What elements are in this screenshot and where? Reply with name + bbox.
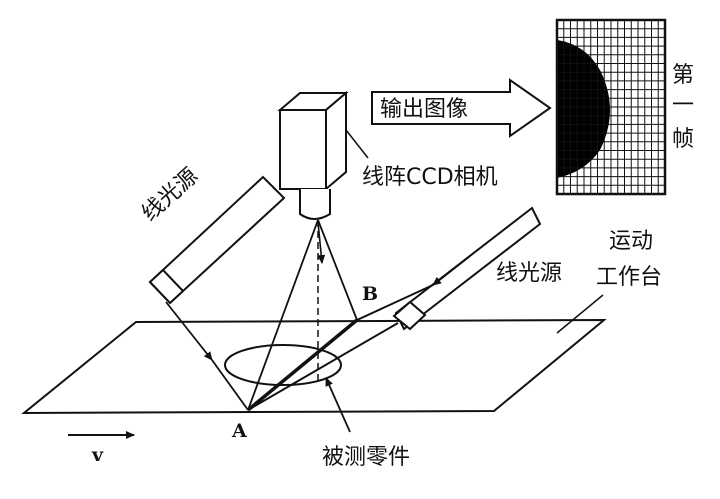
laser-line-ab <box>246 318 359 412</box>
velocity-label: v <box>91 444 104 466</box>
motion-worktable <box>21 318 607 415</box>
worktable-label-1: 运动 <box>609 229 653 254</box>
view-line-right <box>317 219 358 321</box>
left-light-beam-b <box>211 359 249 411</box>
first-frame-grid <box>555 18 667 196</box>
worktable-label-2: 工作台 <box>596 265 662 290</box>
right-line-light-source <box>392 206 542 331</box>
right-beam-to-a <box>247 322 399 411</box>
output-image-arrow <box>371 78 552 138</box>
view-arrow <box>317 221 326 264</box>
output-image-label: 输出图像 <box>380 97 468 122</box>
right-light-beam-to-b <box>356 284 434 321</box>
frame-label-2: 一 <box>672 93 694 118</box>
measured-part <box>224 344 342 386</box>
frame-label-3: 帧 <box>672 127 694 152</box>
camera-label: 线阵CCD相机 <box>362 165 498 190</box>
left-line-light-source <box>148 175 286 305</box>
right-light-label: 线光源 <box>496 261 562 286</box>
point-b-label: B <box>362 283 378 305</box>
frame-label-1: 第 <box>672 63 694 88</box>
right-light-beam-upper <box>432 255 471 286</box>
view-line-left <box>247 219 319 411</box>
camera-leader <box>345 129 369 159</box>
worktable-leader <box>556 294 604 334</box>
line-ccd-camera <box>277 90 349 220</box>
part-leader <box>325 377 351 433</box>
part-label: 被测零件 <box>322 445 410 470</box>
left-light-label: 线光源 <box>137 164 203 227</box>
left-light-beam <box>165 301 213 361</box>
point-a-label: A <box>231 420 247 442</box>
